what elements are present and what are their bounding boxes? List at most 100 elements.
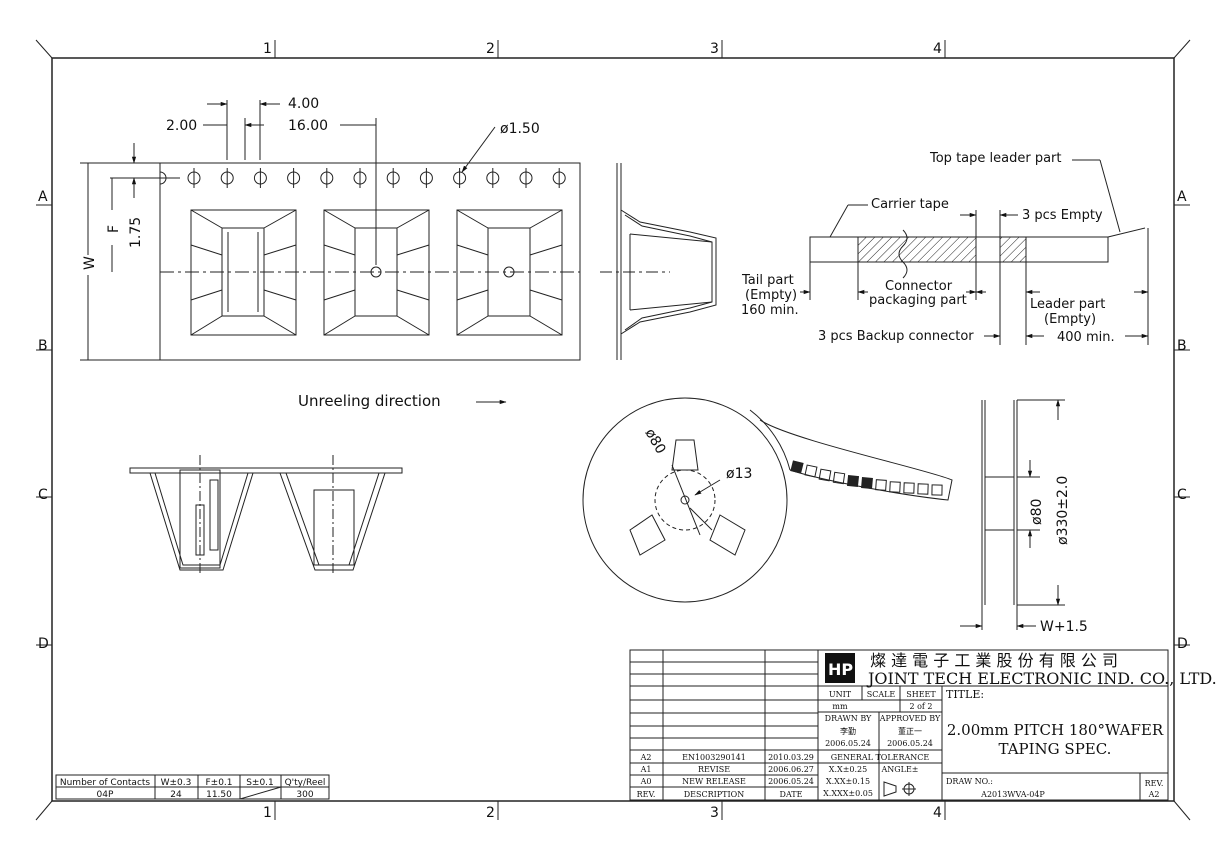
label-carrier-tape: Carrier tape — [871, 197, 949, 212]
zone-col-4-bottom: 4 — [933, 805, 942, 821]
rev-row-2-rev: A1 — [640, 765, 652, 774]
approved-by-date: 2006.05.24 — [887, 739, 933, 748]
tolerance-1: X.X±0.25 — [829, 765, 867, 774]
reel-dia80: ø80 — [642, 426, 669, 457]
rev-row-1-date: 2010.03.29 — [768, 753, 814, 762]
reel-front-view — [582, 397, 953, 603]
zone-row-b-left: B — [38, 338, 48, 354]
dim-f: F — [106, 225, 122, 233]
dim-pocket-pitch: 16.00 — [288, 118, 328, 134]
side-dia330: ø330±2.0 — [1055, 476, 1071, 545]
rev-row-3-date: 2006.05.24 — [768, 777, 814, 786]
dim-w: W — [82, 256, 98, 270]
carrier-tape-top-view — [80, 100, 581, 361]
reel-front-labels: ø80 ø13 — [642, 426, 753, 482]
reel-side-view — [960, 399, 1065, 630]
label-tail-3: 160 min. — [741, 303, 799, 318]
sheet-label: SHEET — [906, 690, 936, 699]
spec-header-s: S±0.1 — [246, 778, 274, 788]
tolerance-2: X.XX±0.15 — [826, 777, 870, 786]
rev-header-date: DATE — [780, 790, 803, 799]
drawing-number: A2013WVA-04P — [980, 790, 1045, 799]
label-400min: 400 min. — [1057, 330, 1115, 345]
dim-edge-to-hole: 1.75 — [128, 217, 144, 248]
drawn-by-name: 李勤 — [840, 726, 856, 736]
dim-hole-dia: ø1.50 — [500, 121, 540, 137]
approved-by-label: APPROVED BY — [879, 714, 941, 723]
unit-value: mm — [832, 702, 848, 711]
tape-side-section — [600, 163, 717, 360]
title-block: HP 燦 達 電 子 工 業 股 份 有 限 公 司 JOINT TECH EL… — [629, 649, 1217, 801]
rev-row-3-rev: A0 — [640, 777, 652, 786]
title-line-1: 2.00mm PITCH 180°WAFER — [947, 721, 1164, 739]
unit-label: UNIT — [829, 690, 852, 699]
label-backup: 3 pcs Backup connector — [818, 329, 974, 344]
company-name-cn: 燦 達 電 子 工 業 股 份 有 限 公 司 — [870, 651, 1118, 670]
side-width: W+1.5 — [1040, 619, 1088, 635]
zone-col-1-bottom: 1 — [263, 805, 272, 821]
zone-row-a-left: A — [38, 189, 48, 205]
rev-row-3-desc: NEW RELEASE — [682, 777, 746, 786]
spec-table: Number of Contacts W±0.3 F±0.1 S±0.1 Q't… — [55, 774, 330, 800]
reel-side-labels: ø80 ø330±2.0 W+1.5 — [1029, 476, 1088, 635]
svg-text:HP: HP — [828, 660, 853, 679]
zone-col-2-bottom: 2 — [486, 805, 495, 821]
sheet-frame — [35, 39, 1191, 821]
spec-header-w: W±0.3 — [161, 778, 192, 788]
rev-header-desc: DESCRIPTION — [684, 790, 744, 799]
rev-value: A2 — [1148, 790, 1160, 799]
dim-hole-pitch: 4.00 — [288, 96, 319, 112]
zone-labels: 1 2 3 4 1 2 3 4 A B C D A B C D — [38, 41, 1188, 821]
company-logo: HP — [825, 653, 855, 683]
label-leader-1: Leader part — [1030, 297, 1105, 312]
sheet-value: 2 of 2 — [909, 702, 932, 711]
company-name-en: JOINT TECH ELECTRONIC IND. CO., LTD. — [866, 669, 1217, 688]
zone-col-1-top: 1 — [263, 41, 272, 57]
rev-row-2-date: 2006.06.27 — [768, 765, 814, 774]
drawn-by-date: 2006.05.24 — [825, 739, 871, 748]
spec-cell-w: 24 — [170, 790, 182, 800]
label-tail-1: Tail part — [741, 273, 794, 288]
angle-label: ANGLE± — [880, 765, 918, 774]
zone-col-4-top: 4 — [933, 41, 942, 57]
unreeling-direction: Unreeling direction — [298, 392, 507, 410]
zone-row-c-left: C — [38, 487, 48, 503]
rev-row-1-rev: A2 — [640, 753, 652, 762]
zone-col-2-top: 2 — [486, 41, 495, 57]
reel-dia13: ø13 — [726, 466, 752, 482]
projection-symbol — [883, 781, 916, 797]
label-connector-2: packaging part — [869, 293, 967, 308]
spec-cell-contacts: 04P — [97, 790, 114, 800]
reel-tape-pockets — [790, 460, 943, 496]
label-top-tape: Top tape leader part — [929, 151, 1061, 166]
title-line-2: TAPING SPEC. — [999, 740, 1112, 758]
rev-header-rev: REV. — [637, 790, 656, 799]
scale-label: SCALE — [867, 690, 896, 699]
zone-col-3-bottom: 3 — [710, 805, 719, 821]
title-label: TITLE: — [946, 688, 984, 701]
sprocket-holes — [159, 168, 566, 188]
label-connector-1: Connector — [885, 279, 953, 294]
tape-dimension-labels: 4.00 2.00 16.00 ø1.50 W F 1.75 — [82, 96, 540, 270]
pocket-cross-sections — [129, 455, 403, 575]
zone-row-b-right: B — [1177, 338, 1187, 354]
dim-edge: 2.00 — [166, 118, 197, 134]
rev-row-2-desc: REVISE — [698, 765, 730, 774]
spec-header-f: F±0.1 — [205, 778, 232, 788]
zone-row-d-left: D — [38, 636, 49, 652]
approved-by-name: 董正一 — [898, 726, 922, 736]
label-3pcs-empty: 3 pcs Empty — [1022, 208, 1103, 223]
label-leader-2: (Empty) — [1044, 312, 1096, 327]
zone-row-a-right: A — [1177, 189, 1187, 205]
side-dia80: ø80 — [1029, 499, 1045, 525]
leader-diagram — [800, 159, 1149, 345]
zone-col-3-top: 3 — [710, 41, 719, 57]
leader-labels: Top tape leader part Carrier tape 3 pcs … — [741, 151, 1115, 345]
rev-label: REV. — [1145, 779, 1164, 788]
label-tail-2: (Empty) — [745, 288, 797, 303]
drawing-number-label: DRAW NO.: — [946, 777, 993, 786]
zone-row-d-right: D — [1177, 636, 1188, 652]
tolerance-3: X.XXX±0.05 — [823, 789, 873, 798]
tolerance-label: GENERAL TOLERANCE — [831, 753, 930, 762]
unreeling-label: Unreeling direction — [298, 392, 441, 410]
